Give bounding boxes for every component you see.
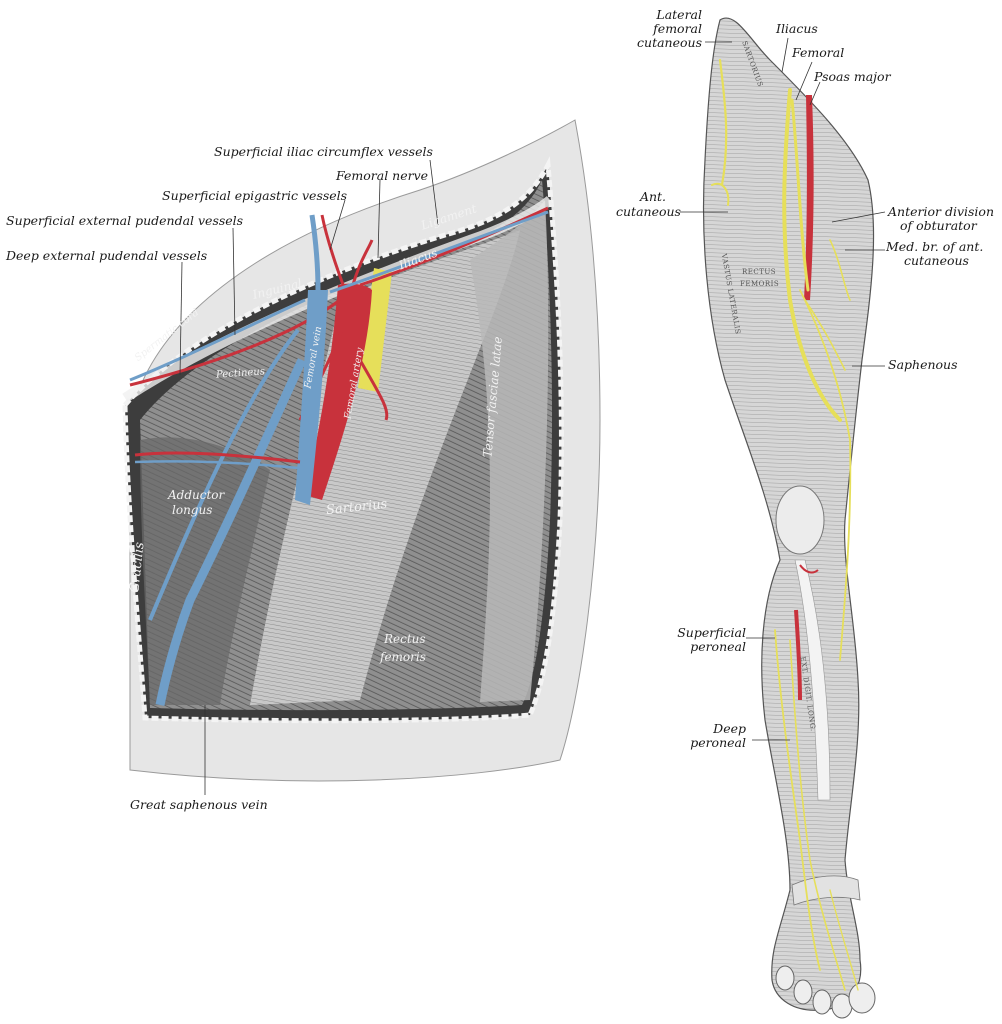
label-femoral-nerve: Femoral nerve <box>336 168 429 183</box>
leader-lines-left <box>179 159 439 795</box>
label-superficial-epigastric: Superficial epigastric vessels <box>162 188 348 203</box>
saphenous-tributary <box>148 328 300 621</box>
label-superficial-iliac-circumflex: Superficial iliac circumflex vessels <box>214 144 433 159</box>
label-saphenous: Saphenous <box>888 357 958 372</box>
label-peroneal-2: peroneal <box>690 735 746 750</box>
label-great-saphenous-vein: Great saphenous vein <box>130 797 268 812</box>
deep-pudendal-vessels <box>134 451 301 464</box>
label-adductor: Adductor <box>168 488 225 502</box>
superficial-iliac-circumflex-artery <box>359 206 549 287</box>
label-cutaneous-2: cutaneous <box>616 204 681 219</box>
leg-femoral-artery <box>804 95 814 300</box>
label-of-obturator: of obturator <box>900 218 977 233</box>
label-rectus: Rectus <box>384 632 426 646</box>
label-deep-external-pudendal: Deep external pudendal vessels <box>6 248 208 263</box>
label-ant: Ant. <box>639 189 667 204</box>
tensor-muscle <box>470 200 549 702</box>
label-cutaneous-3: cutaneous <box>904 253 969 268</box>
patella <box>775 485 825 555</box>
superficial-iliac-circumflex-vein <box>329 210 549 294</box>
label-superficial: Superficial <box>677 625 746 640</box>
femoral-triangle-panel <box>122 119 601 795</box>
artery-branches <box>129 214 389 421</box>
superficial-epigastric-vein <box>309 214 321 291</box>
label-med-br: Med. br. of ant. <box>886 239 984 254</box>
label-peroneal-1: peroneal <box>690 639 746 654</box>
label-iliacus-right: Iliacus <box>776 21 818 36</box>
label-superficial-external-pudendal: Superficial external pudendal vessels <box>6 213 244 228</box>
label-lateral: Lateral <box>656 7 702 22</box>
label-cutaneous-1: cutaneous <box>637 35 702 50</box>
leg-panel <box>680 17 886 1019</box>
label-deep: Deep <box>713 721 746 736</box>
femoral-artery <box>305 283 372 500</box>
label-rectus-femoris: femoris <box>380 650 426 664</box>
label-femoral-right: Femoral <box>792 45 845 60</box>
leg-nerves <box>711 58 859 991</box>
label-psoas-major: Psoas major <box>814 69 891 84</box>
pudendal-vein <box>129 298 306 382</box>
toes <box>775 965 876 1019</box>
label-anterior-division: Anterior division <box>888 204 994 219</box>
label-rectus-leg: RECTUS <box>742 268 777 276</box>
deep-pudendal-vein <box>134 460 299 470</box>
label-femoral-1: femoral <box>653 21 702 36</box>
great-saphenous-vein <box>155 358 307 706</box>
sartorius-muscle <box>250 230 520 705</box>
genicular-artery <box>799 564 819 574</box>
femoral-vein <box>295 290 328 505</box>
leader-lines-right <box>680 37 886 741</box>
tibia-shaft <box>794 559 831 801</box>
femoral-nerve <box>358 268 392 392</box>
anterior-tibial-artery <box>794 609 802 701</box>
label-adductor-longus: longus <box>172 503 213 517</box>
label-femoris-leg: FEMORIS <box>740 280 780 288</box>
